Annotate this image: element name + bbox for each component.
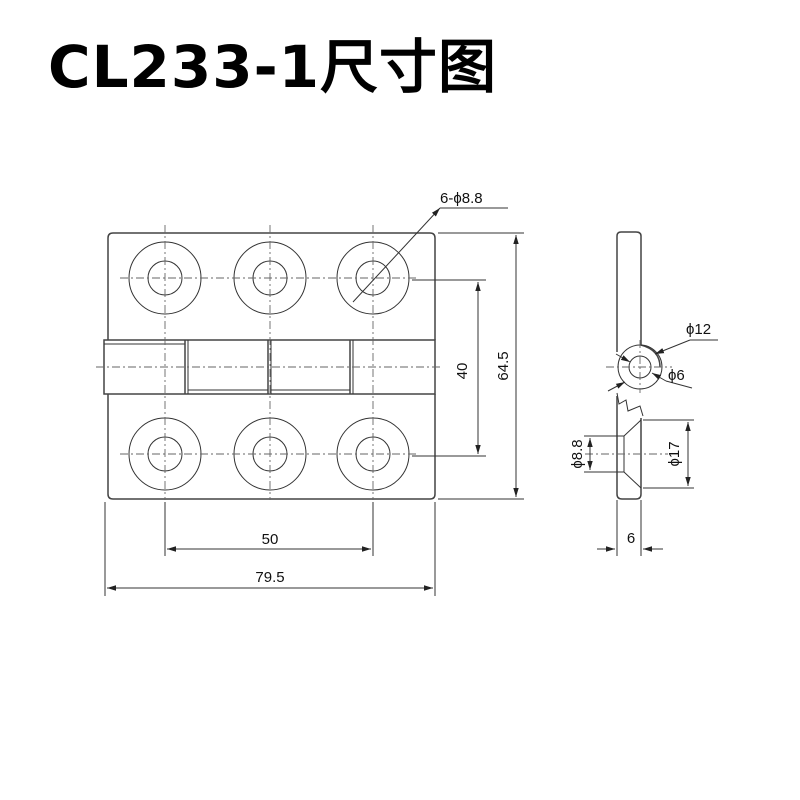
dim-pin-inner: ϕ6 [615, 353, 693, 389]
dim-thickness: 6 [597, 500, 663, 556]
dim-countersink: ϕ17 [643, 419, 694, 489]
side-view [585, 231, 672, 500]
dim-hole-pitch-label: 50 [262, 531, 279, 548]
dim-pin-inner-label: ϕ6 [668, 367, 685, 384]
dim-overall-width: 79.5 [104, 502, 436, 596]
hole-callout: 6-ϕ8.8 [352, 190, 508, 303]
dim-hole-side-label: ϕ8.8 [569, 439, 586, 468]
dim-countersink-label: ϕ17 [666, 441, 683, 466]
hole-center-lines [120, 225, 418, 500]
lower-leaf [107, 394, 436, 500]
dim-row-spacing: 40 [412, 279, 486, 457]
dim-hole-side: ϕ8.8 [569, 435, 617, 473]
dim-pin-outer-label: ϕ12 [686, 321, 711, 338]
dim-row-spacing-label: 40 [454, 363, 471, 380]
dim-overall-width-label: 79.5 [255, 569, 284, 586]
dim-pin-outer: ϕ12 [607, 321, 718, 392]
dim-overall-height-label: 64.5 [495, 351, 512, 380]
dim-hole-pitch: 50 [164, 502, 374, 556]
dim-overall-height: 64.5 [438, 232, 524, 500]
upper-leaf [107, 232, 436, 340]
front-view [96, 225, 442, 500]
dim-thickness-label: 6 [627, 530, 635, 547]
page-title: CL233-1尺寸图 [48, 33, 498, 101]
knuckle-band [96, 339, 442, 395]
hole-callout-label: 6-ϕ8.8 [440, 190, 483, 207]
